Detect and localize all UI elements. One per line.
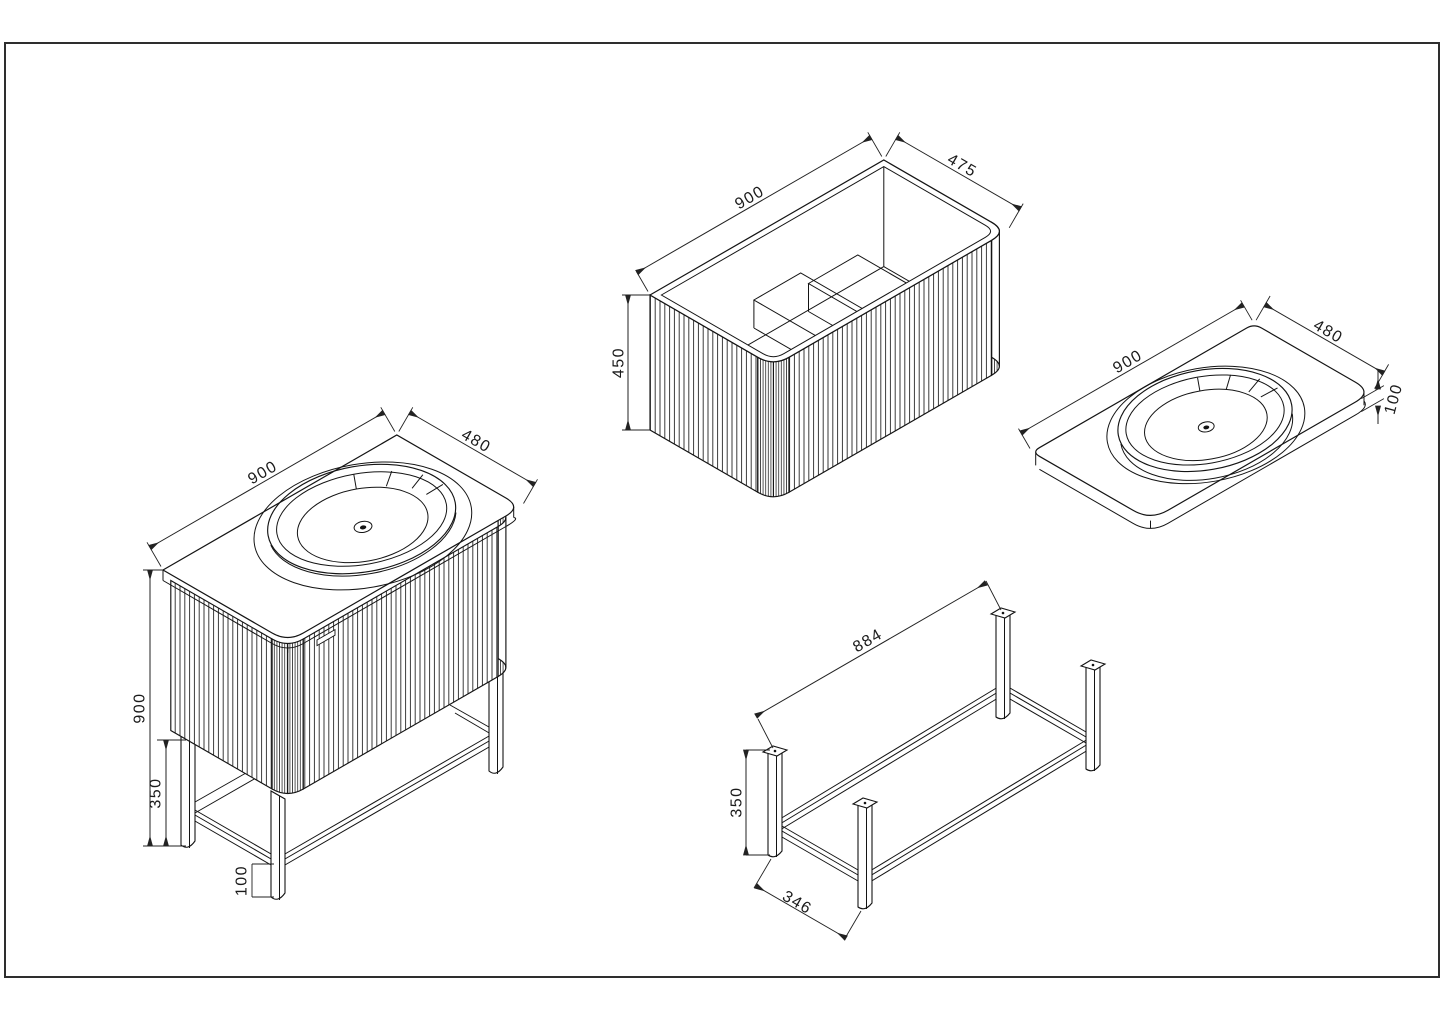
dim-frame-leg-height: 350 (729, 786, 746, 817)
dim-frame-depth: 346 (779, 888, 815, 918)
dim-vanity-foot-clearance: 100 (234, 865, 251, 896)
view-vanity-complete: 900 480 900 350 100 (132, 407, 538, 900)
dim-vanity-width: 900 (245, 458, 281, 488)
dim-vanity-height: 900 (132, 692, 149, 723)
dim-countertop-width: 900 (1110, 347, 1146, 377)
sheet-border (4, 42, 1440, 978)
view-countertop: 900 480 100 (1018, 295, 1406, 529)
dim-cabinet-depth: 475 (944, 151, 980, 181)
dim-countertop-depth: 480 (1310, 317, 1346, 347)
vanity-leg-frame (180, 670, 504, 900)
dim-cabinet-width: 900 (732, 183, 768, 213)
dim-countertop-thickness: 100 (1382, 382, 1406, 417)
dim-vanity-depth: 480 (458, 426, 494, 456)
door-finger-pull-notch (316, 628, 336, 647)
dim-cabinet-height: 450 (611, 347, 628, 378)
dim-vanity-leg-height: 350 (148, 777, 165, 808)
view-leg-frame: 884 350 346 (729, 580, 1107, 941)
view-cabinet-carcass: 900 475 450 (611, 132, 1024, 498)
